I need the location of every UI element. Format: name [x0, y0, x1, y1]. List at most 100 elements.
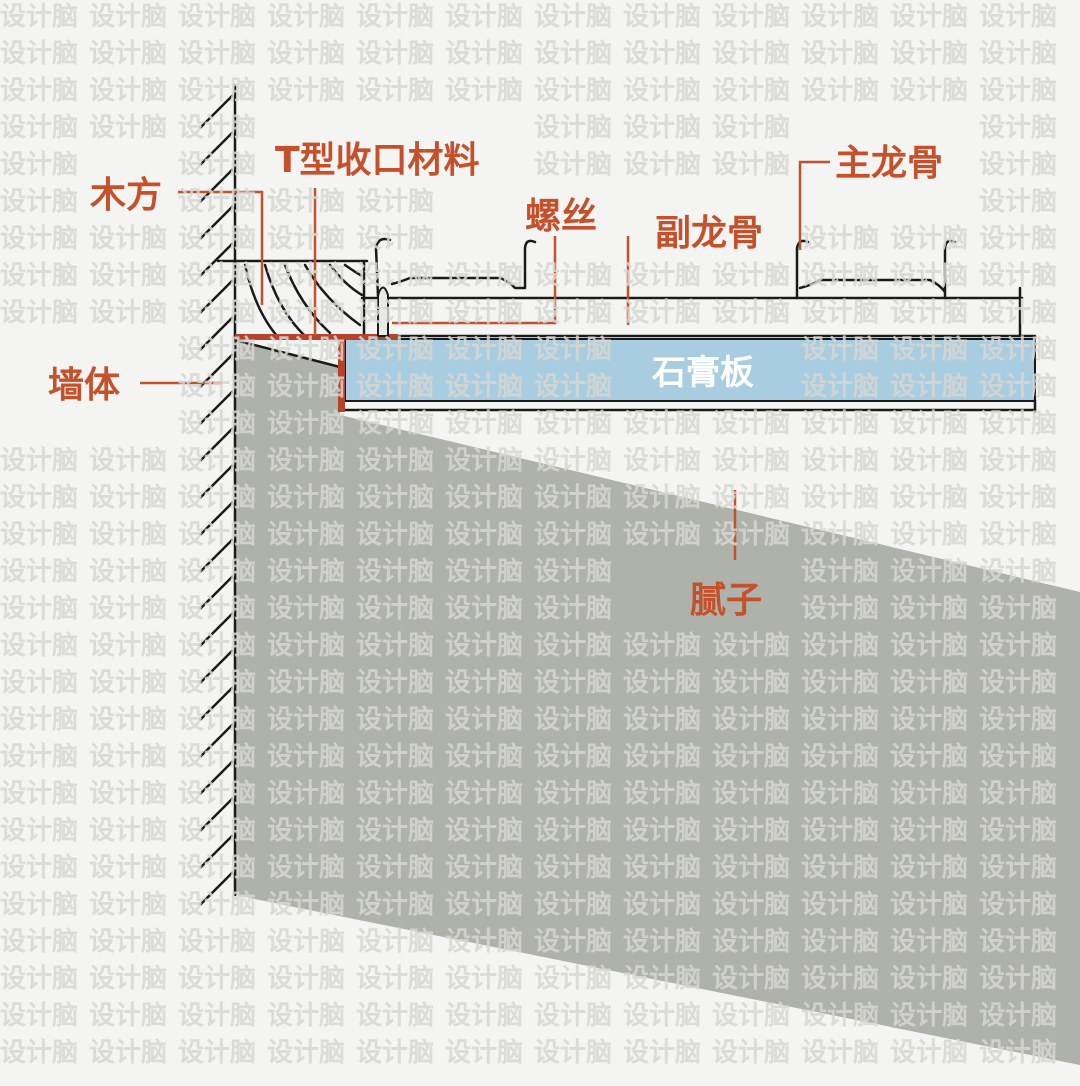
watermark-text: 设计脑 — [534, 964, 612, 994]
watermark-text: 设计脑 — [89, 779, 167, 809]
watermark-text: 设计脑 — [89, 446, 167, 476]
watermark-text: 设计脑 — [0, 1038, 78, 1068]
watermark-text: 设计脑 — [89, 742, 167, 772]
watermark-text: 设计脑 — [712, 76, 790, 106]
watermark-text: 设计脑 — [0, 964, 78, 994]
watermark-text: 设计脑 — [979, 150, 1057, 180]
watermark-text: 设计脑 — [979, 409, 1057, 439]
watermark-text: 设计脑 — [89, 890, 167, 920]
hatch-line — [199, 131, 234, 166]
watermark-text: 设计脑 — [267, 1038, 345, 1068]
watermark-text: 设计脑 — [979, 39, 1057, 69]
label-secondary-keel: 副龙骨 — [655, 213, 763, 254]
watermark-text: 设计脑 — [712, 2, 790, 32]
watermark-text: 设计脑 — [267, 927, 345, 957]
hatch-line — [199, 205, 234, 240]
label-main-keel: 主龙骨 — [835, 143, 943, 184]
watermark-text: 设计脑 — [267, 2, 345, 32]
watermark-text: 设计脑 — [0, 631, 78, 661]
watermark-text: 设计脑 — [356, 964, 434, 994]
hatch-line — [199, 834, 234, 869]
watermark-text: 设计脑 — [0, 298, 78, 328]
watermark-text: 设计脑 — [712, 298, 790, 328]
watermark-text: 设计脑 — [712, 1001, 790, 1031]
watermark-text: 设计脑 — [534, 76, 612, 106]
watermark-text: 设计脑 — [0, 483, 78, 513]
watermark-text: 设计脑 — [0, 76, 78, 106]
watermark-text: 设计脑 — [801, 483, 879, 513]
watermark-text: 设计脑 — [445, 964, 523, 994]
watermark-text: 设计脑 — [623, 39, 701, 69]
watermark-text: 设计脑 — [445, 2, 523, 32]
watermark-text: 设计脑 — [801, 224, 879, 254]
watermark-text: 设计脑 — [0, 113, 78, 143]
watermark-text: 设计脑 — [89, 964, 167, 994]
watermark-text: 设计脑 — [801, 2, 879, 32]
watermark-text: 设计脑 — [712, 113, 790, 143]
watermark-text: 设计脑 — [445, 1001, 523, 1031]
watermark-text: 设计脑 — [178, 76, 256, 106]
watermark-text: 设计脑 — [890, 261, 968, 291]
screw — [377, 286, 389, 337]
watermark-text: 设计脑 — [0, 2, 78, 32]
watermark-text: 设计脑 — [890, 39, 968, 69]
watermark-text: 设计脑 — [89, 76, 167, 106]
hatch-line — [199, 723, 234, 758]
watermark-text: 设计脑 — [89, 631, 167, 661]
watermark-text: 设计脑 — [534, 150, 612, 180]
watermark-text: 设计脑 — [89, 39, 167, 69]
watermark-text: 设计脑 — [623, 1038, 701, 1068]
watermark-text: 设计脑 — [712, 446, 790, 476]
watermark-text: 设计脑 — [890, 76, 968, 106]
watermark-text: 设计脑 — [534, 2, 612, 32]
hatch-line — [199, 760, 234, 795]
hatch-line — [199, 427, 234, 462]
watermark-text: 设计脑 — [267, 39, 345, 69]
watermark-text: 设计脑 — [89, 224, 167, 254]
watermark-text: 设计脑 — [178, 150, 256, 180]
watermark-text: 设计脑 — [89, 557, 167, 587]
watermark-text: 设计脑 — [89, 816, 167, 846]
watermark-text: 设计脑 — [89, 520, 167, 550]
watermark-text: 设计脑 — [89, 298, 167, 328]
watermark-text: 设计脑 — [267, 76, 345, 106]
watermark-text: 设计脑 — [267, 187, 345, 217]
main-keel-right — [795, 239, 957, 300]
watermark-text: 设计脑 — [623, 298, 701, 328]
watermark-text: 设计脑 — [178, 224, 256, 254]
watermark-text: 设计脑 — [445, 39, 523, 69]
watermark-text: 设计脑 — [712, 150, 790, 180]
watermark-text: 设计脑 — [979, 261, 1057, 291]
watermark-text: 设计脑 — [979, 446, 1057, 476]
hatch-line — [199, 279, 234, 314]
watermark-text: 设计脑 — [89, 853, 167, 883]
watermark-text: 设计脑 — [0, 446, 78, 476]
watermark-text: 设计脑 — [890, 446, 968, 476]
watermark-text: 设计脑 — [623, 113, 701, 143]
watermark-text: 设计脑 — [890, 483, 968, 513]
watermark-text: 设计脑 — [356, 1038, 434, 1068]
watermark-text: 设计脑 — [890, 520, 968, 550]
watermark-text: 设计脑 — [534, 1038, 612, 1068]
watermark-text: 设计脑 — [0, 816, 78, 846]
watermark-text: 设计脑 — [801, 298, 879, 328]
watermark-text: 设计脑 — [0, 39, 78, 69]
putty-edge — [233, 338, 342, 369]
watermark-text: 设计脑 — [89, 594, 167, 624]
watermark-text: 设计脑 — [534, 113, 612, 143]
watermark-text: 设计脑 — [712, 1038, 790, 1068]
watermark-text: 设计脑 — [801, 39, 879, 69]
watermark-text: 设计脑 — [0, 853, 78, 883]
hatch-line — [199, 538, 234, 573]
watermark-text: 设计脑 — [89, 483, 167, 513]
hatch-line — [199, 612, 234, 647]
hatch-line — [199, 168, 234, 203]
hatch-line — [199, 242, 234, 277]
wall-hatching — [199, 94, 234, 906]
watermark-text: 设计脑 — [534, 39, 612, 69]
watermark-text: 设计脑 — [178, 298, 256, 328]
watermark-text: 设计脑 — [0, 779, 78, 809]
watermark-text: 设计脑 — [356, 187, 434, 217]
watermark-text: 设计脑 — [890, 409, 968, 439]
watermark-text: 设计脑 — [712, 409, 790, 439]
